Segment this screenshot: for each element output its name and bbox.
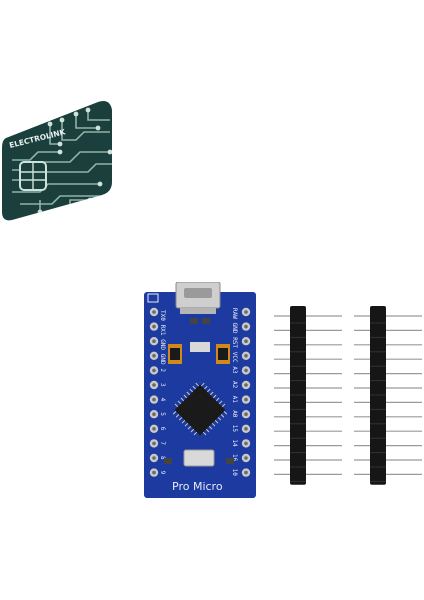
pin-hole	[244, 397, 248, 402]
pin-hole	[244, 354, 248, 358]
left-pin-label: GND	[159, 339, 166, 350]
pin-hole	[244, 368, 248, 373]
pin-header-strip	[354, 306, 422, 485]
right-pin-label: 14	[231, 439, 238, 447]
pin-hole	[152, 383, 156, 387]
left-pin-label: 3	[159, 383, 166, 387]
right-pin-label: VCC	[231, 352, 238, 363]
left-pin-label: 8	[159, 456, 166, 460]
pin-headers	[274, 306, 422, 485]
left-pin-label: 7	[159, 441, 166, 445]
right-pin-label: RAW	[231, 308, 238, 319]
pin-hole	[152, 368, 156, 373]
pin-header-strip	[274, 306, 342, 485]
pin-hole	[244, 427, 248, 431]
crystal-oscillator	[183, 449, 215, 467]
capacitor	[216, 344, 230, 364]
right-pin-label: A1	[231, 396, 238, 404]
pin-hole	[152, 324, 156, 329]
pin-hole	[152, 427, 156, 431]
pin-hole	[152, 441, 156, 446]
pin-hole	[152, 412, 156, 416]
right-pin-label: A3	[231, 366, 238, 374]
electrolink-logo: ELECTROLINK	[2, 101, 112, 221]
right-pin-label: A0	[231, 410, 238, 418]
left-pin-label: TX0	[159, 310, 166, 321]
pin-hole	[244, 441, 248, 446]
micro-usb-connector	[175, 282, 221, 314]
left-pin-label: 9	[159, 471, 166, 475]
right-pin-label: 16	[231, 454, 238, 462]
pin-hole	[152, 310, 156, 314]
pin-hole	[244, 470, 248, 475]
pin-hole	[244, 339, 248, 343]
pin-hole	[152, 470, 156, 475]
chip-contact-icon	[19, 161, 47, 191]
left-pin-label: 4	[159, 398, 166, 402]
pin-hole	[152, 354, 156, 358]
right-pin-label: 15	[231, 425, 238, 433]
left-pin-label: 2	[159, 368, 166, 372]
pin-hole	[152, 397, 156, 402]
board-name-label: Pro Micro	[172, 480, 223, 493]
pin-hole	[152, 456, 156, 460]
left-pin-label: RX1	[159, 325, 166, 336]
right-pin-label: GND	[231, 323, 238, 334]
pin-hole	[244, 412, 248, 416]
left-pin-label: 5	[159, 412, 166, 416]
right-pin-label: 10	[231, 469, 238, 477]
left-pin-label: 6	[159, 427, 166, 431]
right-pin-label: RST	[231, 337, 238, 348]
pin-hole	[244, 383, 248, 387]
voltage-regulator	[168, 344, 182, 364]
pin-hole	[244, 456, 248, 460]
right-pin-label: A2	[231, 381, 238, 389]
left-pin-label: GND	[159, 354, 166, 365]
pin-hole	[244, 310, 248, 314]
pin-hole	[244, 324, 248, 329]
pin-hole	[152, 339, 156, 343]
